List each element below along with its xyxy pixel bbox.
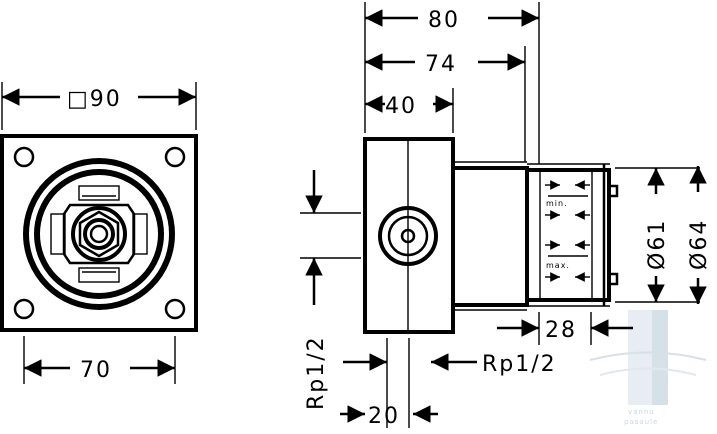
valve-core [50, 185, 148, 283]
dim-length-to-cap: 74 [425, 52, 457, 77]
dim-overall-length: 80 [428, 8, 460, 33]
adjust-range-arrows [545, 180, 590, 282]
dim-thread-side: Rp1/2 [304, 335, 329, 410]
dim-thread-bottom: Rp1/2 [482, 352, 557, 377]
corner-hole-br [164, 298, 186, 320]
front-view: □90 70 [0, 82, 198, 384]
inner-ring [34, 169, 164, 299]
thread-port-mid [387, 215, 429, 257]
thread-port-outer [378, 206, 438, 266]
watermark-line2: pasaule [624, 418, 658, 426]
side-view: min. max. 80 74 40 Ø61 Ø64 28 [300, 2, 712, 429]
dim-outer-diameter: Ø64 [687, 219, 712, 270]
dim-outlet-depth: 28 [545, 318, 577, 343]
thread-port-inner [400, 228, 416, 244]
dim-front-bolt-spacing: 70 [80, 358, 112, 383]
front-flange [0, 134, 198, 332]
dim-body-length: 40 [385, 94, 417, 119]
outer-ring [23, 158, 175, 310]
watermark-line1: vannu [628, 408, 655, 416]
dim-inner-diameter: Ø61 [645, 219, 670, 270]
corner-hole-tr [164, 146, 186, 168]
watermark: vannu pasaule [589, 310, 707, 426]
dim-front-square: □90 [67, 87, 122, 112]
max-label: max. [546, 261, 570, 270]
corner-hole-bl [13, 298, 35, 320]
corner-hole-tl [13, 146, 35, 168]
min-label: min. [546, 199, 568, 208]
dim-thread-offset: 20 [368, 404, 400, 429]
end-cap [525, 168, 611, 302]
extension-sleeve [451, 166, 529, 307]
